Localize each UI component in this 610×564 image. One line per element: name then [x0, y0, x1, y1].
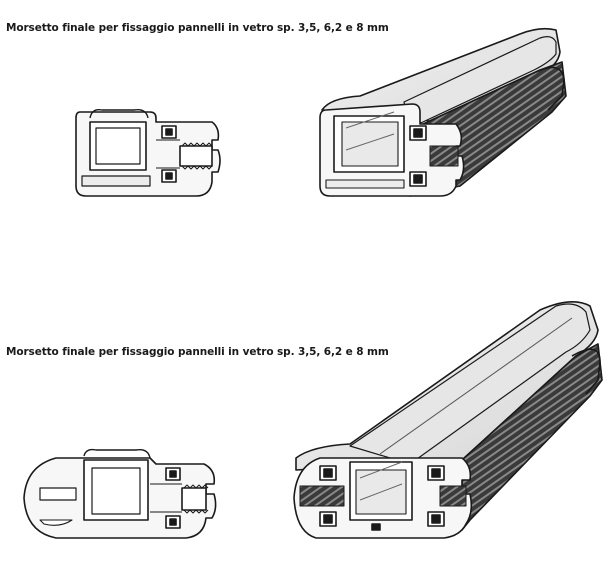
section-1-caption: Morsetto finale per fissaggio pannelli i…	[6, 22, 389, 34]
section-2-caption: Morsetto finale per fissaggio pannelli i…	[6, 346, 389, 358]
section-1-cross-section	[75, 108, 221, 197]
section-1-3d-view	[319, 27, 567, 197]
section-2-cross-section	[23, 448, 217, 539]
section-2-3d-view	[293, 301, 603, 539]
